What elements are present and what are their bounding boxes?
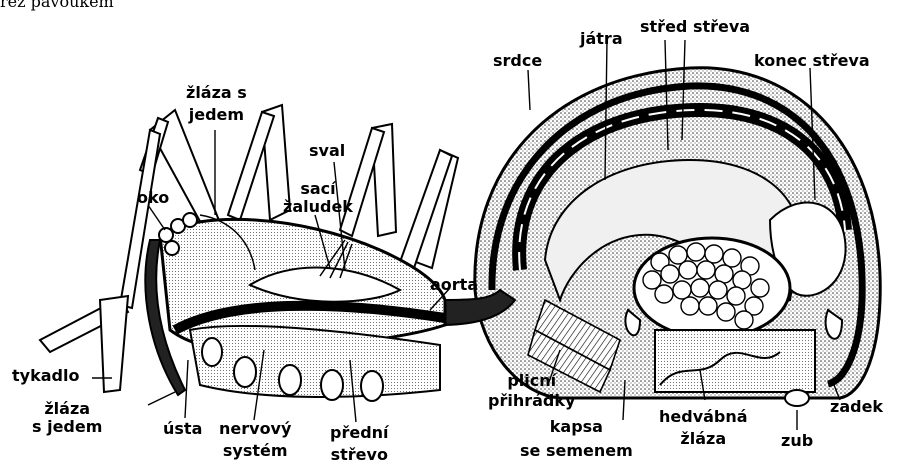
label-sucking-stomach: sací žaludek <box>283 180 353 216</box>
egg-cluster <box>634 238 790 338</box>
label-mouth: ústa <box>163 420 202 438</box>
label-anus: zadek <box>830 398 883 416</box>
label-venom-gland-top: žláza s jedem <box>186 84 247 124</box>
label-liver: játra <box>580 30 623 48</box>
label-midgut: střed střeva <box>640 18 750 36</box>
label-nervous-system: nervový systém <box>219 420 291 460</box>
label-muscle: sval <box>309 142 345 160</box>
label-eye: oko <box>137 189 169 207</box>
label-seminal-receptacle: kapsa se semenem <box>520 418 633 460</box>
label-heart: srdce <box>493 52 542 70</box>
heading-fragment: řez pavoukem <box>0 0 114 11</box>
label-spinneret: zub <box>781 432 813 450</box>
label-book-lungs: plicní přihrádky <box>488 372 575 410</box>
label-venom-gland-bottom: žláza s jedem <box>32 400 102 436</box>
label-aorta: aorta <box>430 276 478 294</box>
label-foregut: přední střevo <box>330 424 389 464</box>
label-silk-gland: hedvábná žláza <box>659 408 748 448</box>
label-antenna: tykadlo <box>12 367 79 385</box>
label-hindgut: konec střeva <box>754 52 870 70</box>
